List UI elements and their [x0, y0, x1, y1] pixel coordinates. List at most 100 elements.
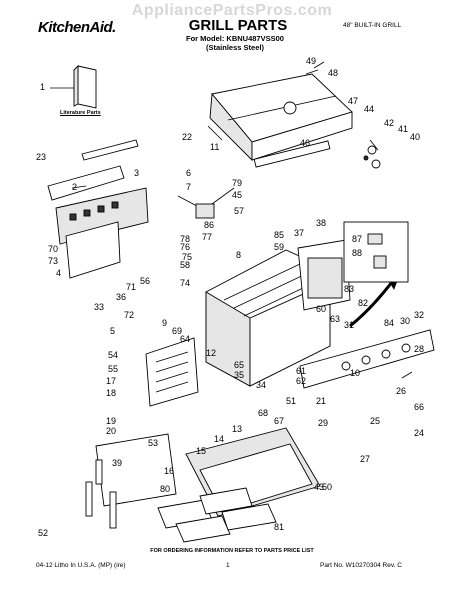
callout-42: 42 — [384, 118, 394, 128]
callout-49: 49 — [306, 56, 316, 66]
callout-1: 1 — [40, 82, 45, 92]
callout-27: 27 — [360, 454, 370, 464]
page-number: 1 — [226, 562, 230, 569]
callout-14: 14 — [214, 434, 224, 444]
callout-26: 26 — [396, 386, 406, 396]
callout-66: 66 — [414, 402, 424, 412]
leader-lines — [50, 61, 413, 379]
callout-83: 83 — [344, 284, 354, 294]
callout-50: 50 — [322, 482, 332, 492]
callout-10: 10 — [350, 368, 360, 378]
callout-64: 64 — [180, 334, 190, 344]
grease-tray-pieces — [157, 487, 277, 543]
callout-71: 71 — [126, 282, 136, 292]
callout-31: 31 — [344, 320, 354, 330]
side-heat-shield — [145, 337, 199, 407]
callout-84: 84 — [384, 318, 394, 328]
callout-21: 21 — [316, 396, 326, 406]
callout-70: 70 — [48, 244, 58, 254]
callout-38: 38 — [316, 218, 326, 228]
callout-81: 81 — [274, 522, 284, 532]
callout-36: 36 — [116, 292, 126, 302]
callout-77: 77 — [202, 232, 212, 242]
callout-7: 7 — [186, 182, 191, 192]
callout-55: 55 — [108, 364, 118, 374]
callout-3: 3 — [134, 168, 139, 178]
callout-54: 54 — [108, 350, 118, 360]
callout-32: 32 — [414, 310, 424, 320]
callout-82: 82 — [358, 298, 368, 308]
callout-63: 63 — [330, 314, 340, 324]
callout-45: 45 — [232, 190, 242, 200]
callout-40: 40 — [410, 132, 420, 142]
callout-24: 24 — [414, 428, 424, 438]
callout-11: 11 — [210, 142, 219, 152]
callout-29: 29 — [318, 418, 328, 428]
page-subtitle: 48" BUILT-IN GRILL — [343, 22, 402, 29]
callout-60: 60 — [316, 304, 326, 314]
callout-23: 23 — [36, 152, 46, 162]
callout-72: 72 — [124, 310, 134, 320]
callout-79: 79 — [232, 178, 242, 188]
callout-86: 86 — [204, 220, 214, 230]
callout-44: 44 — [364, 104, 374, 114]
callout-25: 25 — [370, 416, 380, 426]
callout-56: 56 — [140, 276, 150, 286]
callout-68: 68 — [258, 408, 268, 418]
control-panel-left — [47, 139, 149, 279]
callout-87: 87 — [352, 234, 362, 244]
grill-legs — [85, 459, 117, 529]
callout-34: 34 — [256, 380, 266, 390]
rotisserie-hardware — [363, 145, 381, 169]
callout-5: 5 — [110, 326, 115, 336]
inset-detail — [343, 221, 409, 283]
rotisserie-rod — [177, 195, 215, 219]
literature-parts-label: Literature Parts — [60, 110, 101, 116]
front-control-panel — [299, 329, 435, 389]
grill-hood — [209, 73, 353, 168]
callout-15: 15 — [196, 446, 206, 456]
callout-37: 37 — [294, 228, 304, 238]
callout-48: 48 — [328, 68, 338, 78]
callout-62: 62 — [296, 376, 306, 386]
callout-73: 73 — [48, 256, 58, 266]
callout-75: 75 — [182, 252, 192, 262]
callout-58: 58 — [180, 260, 190, 270]
callout-33: 33 — [94, 302, 104, 312]
model-number: For Model: KBNU487VSS00 — [186, 34, 284, 43]
ordering-notice: FOR ORDERING INFORMATION REFER TO PARTS … — [150, 548, 314, 554]
callout-12: 12 — [206, 348, 216, 358]
rear-panel — [297, 239, 351, 311]
callout-8: 8 — [236, 250, 241, 260]
callout-39: 39 — [112, 458, 122, 468]
callout-85: 85 — [274, 230, 284, 240]
callout-78: 78 — [180, 234, 190, 244]
callout-22: 22 — [182, 132, 192, 142]
callout-88: 88 — [352, 248, 362, 258]
callout-30: 30 — [400, 316, 410, 326]
callout-65: 65 — [234, 360, 244, 370]
callout-19: 19 — [106, 416, 116, 426]
callout-28: 28 — [414, 344, 424, 354]
callout-13: 13 — [232, 424, 242, 434]
callout-51: 51 — [286, 396, 296, 406]
callout-59: 59 — [274, 242, 284, 252]
callout-18: 18 — [106, 388, 116, 398]
page-title: GRILL PARTS — [188, 17, 288, 34]
callout-67: 67 — [274, 416, 284, 426]
part-number: Part No. W10270304 Rev. C — [320, 562, 402, 569]
callout-61: 61 — [296, 366, 306, 376]
callout-47: 47 — [348, 96, 358, 106]
literature-booklet — [73, 64, 97, 109]
watermark: AppliancePartsPros.com — [131, 2, 333, 19]
callout-6: 6 — [186, 168, 191, 178]
model-finish: (Stainless Steel) — [206, 43, 264, 52]
callout-52: 52 — [38, 528, 48, 538]
callout-43: 43 — [314, 482, 324, 492]
callout-9: 9 — [162, 318, 167, 328]
callout-17: 17 — [106, 376, 116, 386]
callout-2: 2 — [72, 182, 77, 192]
brand-logo: KitchenAid. — [38, 19, 116, 36]
callout-76: 76 — [180, 242, 190, 252]
callout-80: 80 — [160, 484, 170, 494]
